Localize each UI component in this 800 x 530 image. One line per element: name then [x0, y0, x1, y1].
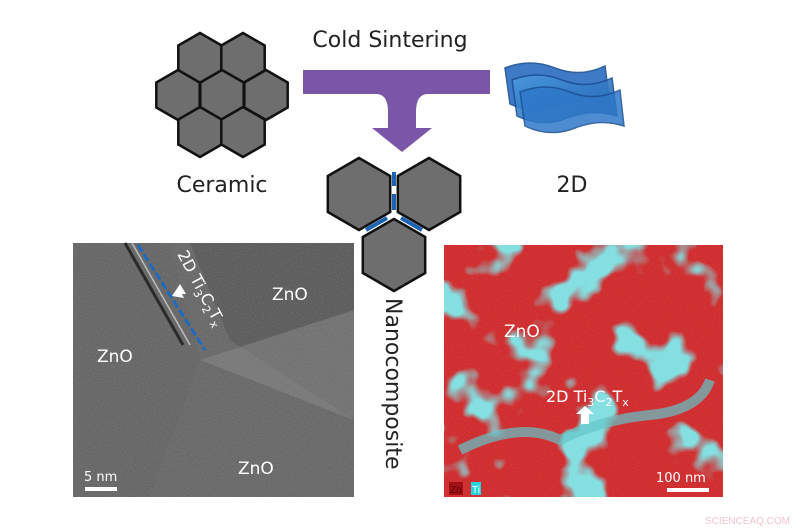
eds-mxene-label: 2D Ti3C2Tx	[546, 387, 629, 409]
ceramic-label: Ceramic	[176, 173, 267, 198]
legend-label-ti: Ti	[472, 485, 480, 496]
hexagon	[396, 156, 462, 232]
hexagon	[177, 105, 223, 159]
2d-boundary-lines	[365, 172, 423, 232]
tem-scale-bar	[85, 487, 117, 491]
ceramic-hexagon-cluster	[155, 31, 289, 159]
nanocomposite-label: Nanocomposite	[380, 298, 405, 470]
eds-scale-bar	[667, 488, 709, 492]
tem-image-panel	[73, 242, 354, 497]
merge-arrow	[303, 70, 490, 152]
tem-scale-label: 5 nm	[84, 470, 117, 485]
tem-zno-label-3: ZnO	[238, 459, 274, 479]
eds-zno-label: ZnO	[504, 322, 540, 342]
eds-legend: Zn Ti	[449, 482, 481, 496]
watermark: SCIENCEAQ.COM	[705, 516, 790, 527]
tem-zno-label-1: ZnO	[272, 285, 308, 305]
nanocomposite-hexagons	[326, 156, 462, 293]
eds-scale-label: 100 nm	[656, 471, 706, 486]
hexagon	[243, 68, 289, 122]
2d-label: 2D	[557, 173, 588, 198]
tem-zno-label-2: ZnO	[97, 347, 133, 367]
tem-arrow-icon	[172, 284, 186, 298]
title-cold-sintering: Cold Sintering	[312, 28, 467, 53]
eds-map-panel	[444, 245, 723, 497]
legend-swatch-zn	[449, 482, 463, 495]
2d-sheets-icon	[504, 62, 625, 134]
legend-label-zn: Zn	[450, 485, 462, 496]
hexagon	[220, 105, 266, 159]
hexagon	[361, 217, 427, 293]
eds-arrow-icon	[576, 406, 594, 424]
legend-swatch-ti	[471, 482, 481, 495]
hexagon	[326, 156, 392, 232]
